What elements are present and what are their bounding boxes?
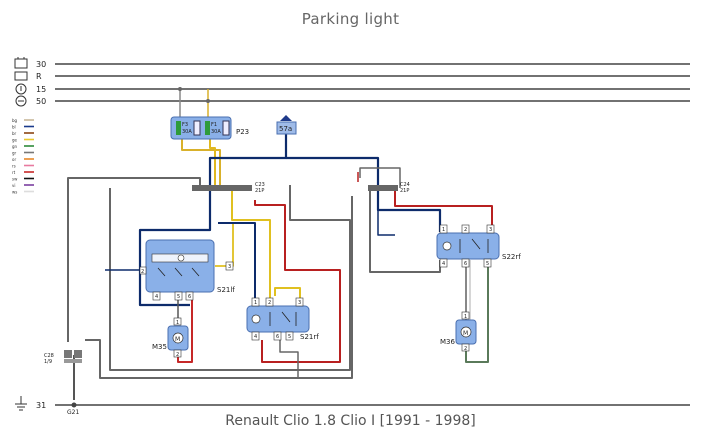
- connector-c23-sub: 21P: [255, 188, 264, 194]
- fuse-block: [170, 116, 232, 140]
- fuse-f1-rating: 30A: [211, 129, 221, 135]
- legend-code-br: br: [12, 131, 17, 136]
- legend-code-gr: gr: [12, 151, 17, 156]
- s21rf-pin-6: 6: [276, 334, 279, 340]
- switch-s21rf: [246, 297, 310, 341]
- starter-icon: [15, 95, 27, 107]
- connector-c24-strip: [368, 185, 398, 191]
- legend-code-gn: gn: [12, 144, 18, 149]
- legend-code-rs: rs: [12, 164, 16, 169]
- connector-57a: [276, 115, 297, 135]
- m36-label: M36: [440, 338, 455, 346]
- s21rf-pin-3: 3: [298, 300, 301, 306]
- rail-label-r: R: [36, 72, 42, 81]
- s21rf-label: S21rf: [300, 333, 319, 341]
- switch-s21lf: [139, 239, 234, 301]
- connector-c23-label: C23: [255, 182, 265, 188]
- s22rf-pin-2: 2: [464, 227, 467, 233]
- power-rails: [55, 63, 690, 406]
- fuse-f3-rating: 30A: [182, 129, 192, 135]
- connector-c28-sub: 1/9: [44, 359, 52, 365]
- legend-code-bg: bg: [12, 118, 18, 123]
- m36-pin-1: 1: [464, 314, 467, 320]
- ground-ref-label: G21: [67, 409, 79, 416]
- legend-code-vi: vi: [12, 183, 15, 188]
- s22rf-pin-5: 5: [486, 261, 489, 267]
- s21rf-pin-4: 4: [254, 334, 257, 340]
- legend-code-bl: bl: [12, 125, 16, 130]
- ground-point: [71, 402, 77, 408]
- connector-c28-label: C28: [44, 353, 54, 359]
- wires: [67, 87, 493, 400]
- s21lf-pin-5: 5: [177, 294, 180, 300]
- switch-s22rf: [436, 224, 500, 268]
- fuse-block-label: P23: [236, 128, 249, 136]
- fuse-f3-id: F3: [182, 122, 188, 128]
- ignition-icon: [15, 83, 27, 95]
- s21lf-pin-2: 2: [141, 269, 144, 275]
- legend-code-sw: sw: [12, 177, 18, 182]
- s21rf-pin-1: 1: [254, 300, 257, 306]
- legend-code-rt: rt: [12, 170, 16, 175]
- motor-m35: M: [167, 317, 189, 358]
- connector-c24-sub: 21P: [400, 188, 409, 194]
- m35-pin-1: 1: [176, 320, 179, 326]
- legend-code-ge: ge: [12, 138, 18, 143]
- m35-label: M35: [152, 343, 167, 351]
- s22rf-pin-6: 6: [464, 261, 467, 267]
- s22rf-pin-3: 3: [489, 227, 492, 233]
- rail-label-15: 15: [36, 85, 46, 94]
- connector-57a-label: 57a: [279, 125, 292, 133]
- vehicle-caption: Renault Clio 1.8 Clio I [1991 - 1998]: [225, 413, 476, 429]
- battery-icon: [14, 57, 28, 69]
- svg-text:M: M: [463, 330, 468, 337]
- svg-text:M: M: [175, 336, 180, 343]
- s22rf-pin-1: 1: [442, 227, 445, 233]
- legend-code-or: or: [12, 157, 16, 162]
- m36-pin-2: 2: [464, 346, 467, 352]
- connector-c24-label: C24: [400, 182, 410, 188]
- s21lf-pin-6: 6: [188, 294, 191, 300]
- rail-label-50: 50: [36, 97, 46, 106]
- legend-code-ws: ws: [12, 190, 17, 195]
- s21rf-pin-2: 2: [268, 300, 271, 306]
- motor-m36: M: [455, 311, 477, 352]
- s22rf-pin-4: 4: [442, 261, 445, 267]
- m35-pin-2: 2: [176, 352, 179, 358]
- page-title: Parking light: [301, 10, 400, 28]
- rail-label-30: 30: [36, 60, 46, 69]
- s21rf-pin-5: 5: [288, 334, 291, 340]
- s21lf-pin-3: 3: [228, 264, 231, 270]
- connector-c28: [64, 350, 82, 363]
- s21lf-label: S21lf: [217, 286, 235, 294]
- ground-icon: [15, 396, 27, 411]
- rail-label-31: 31: [36, 401, 46, 410]
- s22rf-label: S22rf: [502, 253, 521, 261]
- key-icon: [14, 71, 28, 81]
- s21lf-pin-4: 4: [155, 294, 158, 300]
- fuse-f1-id: F1: [211, 122, 217, 128]
- connector-c23-strip: [192, 185, 252, 191]
